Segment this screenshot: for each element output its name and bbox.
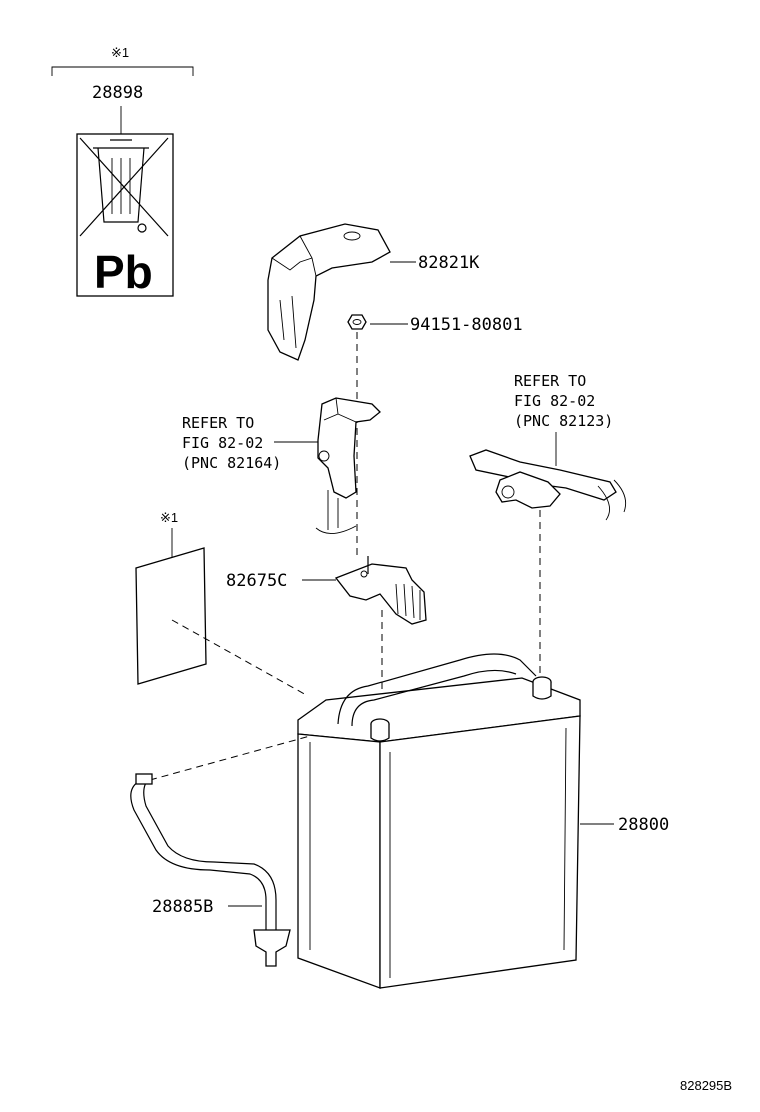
note-card[interactable] xyxy=(135,547,207,685)
note-marker-mid: ※1 xyxy=(160,510,178,525)
part-number-82821k[interactable]: 82821K xyxy=(418,253,480,273)
note-marker-top: ※1 xyxy=(111,45,129,60)
refer-left-line3[interactable]: (PNC 82164) xyxy=(182,454,281,472)
part-number-28885b[interactable]: 28885B xyxy=(152,897,213,917)
negative-terminal-clamp[interactable] xyxy=(469,449,627,521)
pb-symbol: Pb xyxy=(94,246,153,298)
refer-right-line2: FIG 82-02 xyxy=(514,392,595,410)
vent-hose-icon[interactable] xyxy=(130,735,311,967)
dashline-card xyxy=(171,619,309,697)
part-number-28898[interactable]: 28898 xyxy=(92,83,143,103)
part-number-28800[interactable]: 28800 xyxy=(618,815,669,835)
refer-right-line3[interactable]: (PNC 82123) xyxy=(514,412,613,430)
note-bracket xyxy=(51,66,194,76)
refer-left-line1: REFER TO xyxy=(182,414,254,432)
part-number-94151-80801[interactable]: 94151-80801 xyxy=(410,315,523,335)
fusible-link-82675c[interactable] xyxy=(334,556,427,625)
terminal-cover-82821k[interactable] xyxy=(267,223,391,361)
part-number-82675c[interactable]: 82675C xyxy=(226,571,287,591)
recycle-label-group: ※1 28898 Pb xyxy=(51,45,194,298)
battery-icon[interactable] xyxy=(297,653,581,989)
refer-right-line1: REFER TO xyxy=(514,372,586,390)
bolt-icon[interactable] xyxy=(347,314,367,330)
positive-terminal-clamp[interactable] xyxy=(315,397,381,534)
refer-left-line2: FIG 82-02 xyxy=(182,434,263,452)
crossed-bin-icon xyxy=(79,137,169,237)
figure-code: 828295B xyxy=(680,1078,732,1093)
recycle-label-sticker[interactable] xyxy=(76,133,174,297)
